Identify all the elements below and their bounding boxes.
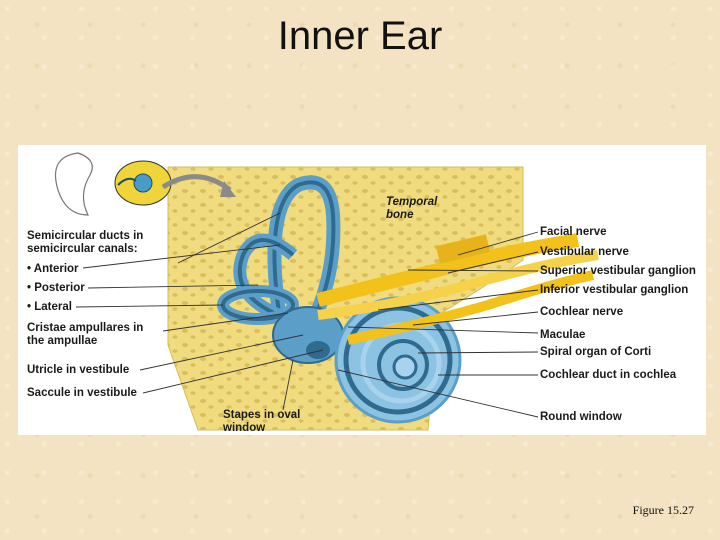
label-utricle: Utricle in vestibule — [27, 364, 130, 376]
label-spiral-organ: Spiral organ of Corti — [540, 346, 652, 358]
label-cochlear-nerve: Cochlear nerve — [540, 306, 624, 318]
leader-lines-right — [337, 231, 539, 418]
ear-inset-icon — [54, 152, 172, 216]
label-cochlear-duct: Cochlear duct in cochlea — [540, 369, 677, 381]
label-maculae: Maculae — [540, 329, 586, 341]
label-stapes: Stapes in oval window — [223, 409, 301, 434]
inner-ear-illustration — [54, 152, 599, 431]
inner-ear-figure: Semicircular ducts in semicircular canal… — [18, 145, 706, 435]
slide-title: Inner Ear — [277, 14, 443, 58]
label-round-window: Round window — [540, 411, 622, 423]
label-posterior: • Posterior — [27, 282, 85, 294]
label-superior-vestibular-ganglion: Superior vestibular ganglion — [540, 265, 696, 277]
figure-caption: Figure 15.27 — [632, 503, 694, 517]
label-saccule: Saccule in vestibule — [27, 387, 137, 399]
label-inferior-vestibular-ganglion: Inferior vestibular ganglion — [540, 284, 689, 296]
label-semicircular-ducts: Semicircular ducts in semicircular canal… — [27, 230, 144, 255]
label-anterior: • Anterior — [27, 263, 79, 275]
label-vestibular-nerve: Vestibular nerve — [540, 246, 629, 258]
label-facial-nerve: Facial nerve — [540, 226, 607, 238]
label-temporal-bone: Temporal bone — [386, 196, 438, 221]
label-cristae-ampullares: Cristae ampullares in the ampullae — [27, 322, 144, 347]
leader-lines-left — [75, 212, 324, 411]
label-lateral: • Lateral — [27, 301, 72, 313]
